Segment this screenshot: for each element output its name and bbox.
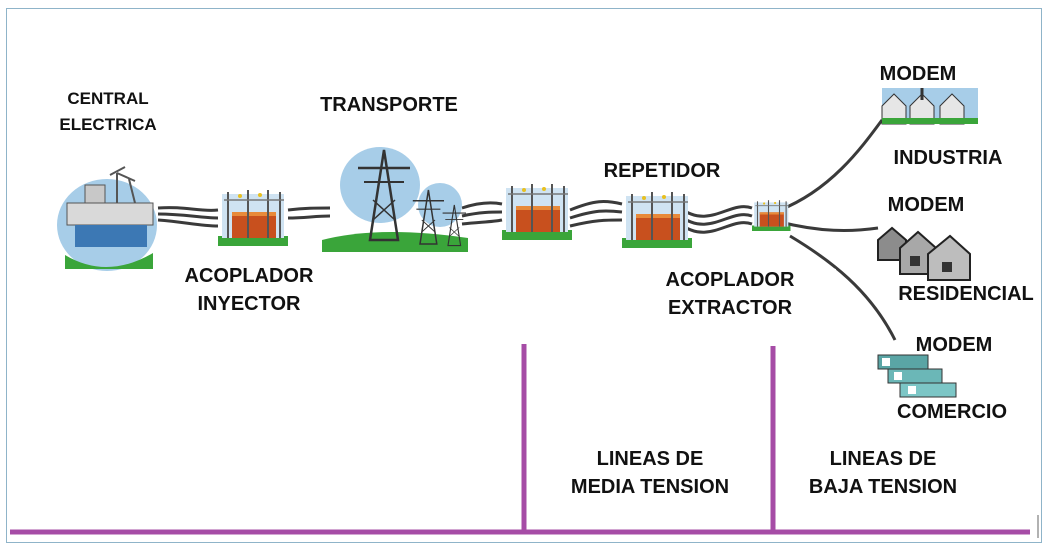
coupler-icon <box>751 199 792 232</box>
transmission-tower-icon <box>322 147 468 252</box>
acoplador-extractor-line1: ACOPLADOR <box>665 269 795 291</box>
acoplador-extractor-label: ACOPLADOR EXTRACTOR <box>652 266 808 322</box>
acoplador-inyector-line2: INYECTOR <box>197 293 301 315</box>
acoplador-inyector-line1: ACOPLADOR <box>184 265 314 287</box>
comercio-label: COMERCIO <box>897 401 1007 423</box>
acoplador-extractor-line2: EXTRACTOR <box>667 297 793 319</box>
coupler-icon <box>217 189 289 247</box>
industria-label: INDUSTRIA <box>893 147 1003 169</box>
residencial-label: RESIDENCIAL <box>898 283 1034 305</box>
modem-industria-label: MODEM <box>879 63 957 85</box>
modem-residencial-label: MODEM <box>887 194 965 216</box>
factory-icon <box>881 88 978 125</box>
modem-comercio-label: MODEM <box>915 334 993 356</box>
baja-tension-line2: BAJA TENSION <box>808 476 958 498</box>
baja-tension-line1: LINEAS DE <box>829 448 937 470</box>
acoplador-inyector-label: ACOPLADOR INYECTOR <box>166 262 332 318</box>
coupler-icon <box>501 183 573 241</box>
transporte-label: TRANSPORTE <box>320 94 458 116</box>
power-cables <box>157 119 897 341</box>
power-plant-icon <box>57 166 157 271</box>
shop-icon <box>877 354 957 398</box>
house-icon <box>877 226 971 281</box>
central-label-line2: ELECTRICA <box>59 115 157 134</box>
central-electrica-label: CENTRAL ELECTRICA <box>52 86 164 138</box>
repeater-icon <box>621 191 693 249</box>
media-tension-line1: LINEAS DE <box>596 448 704 470</box>
baja-tension-label: LINEAS DE BAJA TENSION <box>788 445 978 501</box>
tension-section-lines <box>10 344 1030 535</box>
repetidor-label: REPETIDOR <box>603 160 721 182</box>
central-label-line1: CENTRAL <box>67 89 149 108</box>
diagram-frame <box>6 8 1042 543</box>
media-tension-line2: MEDIA TENSION <box>570 476 730 498</box>
media-tension-label: LINEAS DE MEDIA TENSION <box>540 445 760 501</box>
